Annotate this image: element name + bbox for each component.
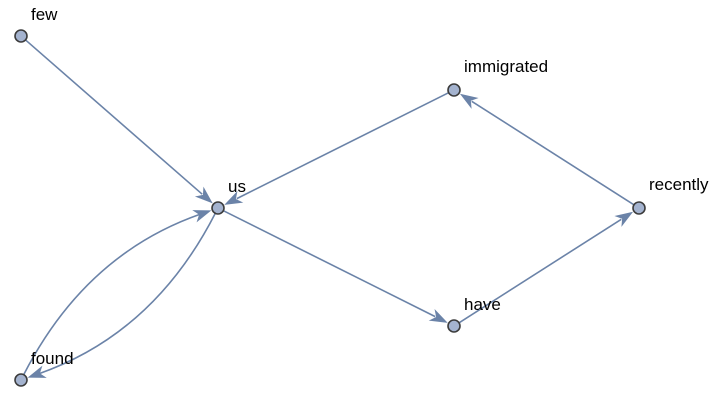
arrowhead-icon — [192, 210, 212, 223]
edge-curve — [23, 213, 201, 376]
edge-line — [223, 209, 436, 318]
nodes-layer — [14, 29, 646, 387]
edge-recently-to-immigrated — [459, 93, 635, 206]
node-immigrated[interactable] — [447, 83, 461, 97]
edge-us-to-found — [27, 212, 216, 378]
arrowhead-icon — [459, 93, 479, 109]
node-recently[interactable] — [632, 201, 646, 215]
edge-found-to-us — [23, 210, 212, 376]
node-us[interactable] — [211, 201, 225, 215]
arrowhead-icon — [27, 365, 47, 378]
node-found[interactable] — [14, 373, 28, 387]
node-label-recently: recently — [649, 175, 709, 194]
node-label-immigrated: immigrated — [464, 57, 548, 76]
node-have[interactable] — [447, 319, 461, 333]
arrowhead-icon — [428, 309, 448, 323]
labels-layer: few us found immigrated recently have — [31, 5, 709, 368]
node-label-few: few — [31, 5, 58, 24]
edge-few-to-us — [24, 39, 213, 204]
node-label-have: have — [464, 295, 501, 314]
edge-line — [471, 100, 635, 206]
edge-us-to-have — [223, 209, 448, 323]
arrowhead-icon — [224, 191, 244, 205]
node-label-found: found — [31, 349, 74, 368]
arrowhead-icon — [194, 186, 213, 204]
edge-line — [236, 91, 449, 200]
arrowhead-icon — [614, 211, 634, 227]
node-few[interactable] — [14, 29, 28, 43]
edge-line — [24, 39, 203, 195]
edge-line — [458, 218, 622, 324]
edge-curve — [38, 212, 216, 375]
edges-layer — [23, 39, 635, 378]
edge-immigrated-to-us — [224, 91, 449, 205]
edge-have-to-recently — [458, 211, 634, 324]
node-label-us: us — [228, 177, 246, 196]
